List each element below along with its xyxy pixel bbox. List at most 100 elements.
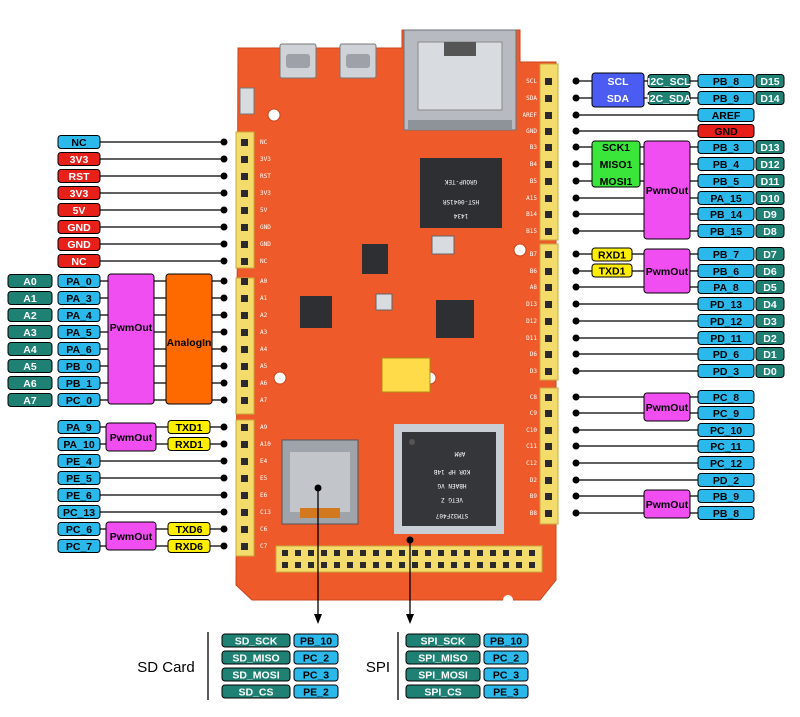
left-pin-3v3-box xyxy=(57,186,101,200)
right-header-pin xyxy=(545,268,552,275)
pwm-group-right-2: PwmOut xyxy=(643,248,691,294)
analog-pin-a3-box xyxy=(7,325,53,339)
uart-txd1: TXD1 xyxy=(167,420,211,434)
arduino-pin-d15: D15 xyxy=(755,74,785,88)
silk-right-label: D12 xyxy=(526,318,537,325)
left-pin-pa_6-text: PA_6 xyxy=(66,344,92,356)
left-pin-pe_5-text: PE_5 xyxy=(66,473,92,485)
arduino-pin-d14-text: D14 xyxy=(760,93,779,105)
right-pin-pb_8: PB_8 xyxy=(697,506,755,520)
left-header-pin xyxy=(241,458,248,465)
analogin-group-text: AnalogIn xyxy=(167,337,212,349)
left-header-pin xyxy=(241,224,248,231)
left-pin-nc: NC xyxy=(57,135,101,149)
pwm-group-right-2-text: PwmOut xyxy=(646,266,689,278)
bottom-header-pin xyxy=(438,562,444,568)
uart-txd6-text: TXD6 xyxy=(176,524,203,536)
spi-pin-pb_10: PB_10 xyxy=(483,633,529,648)
left-header-pin xyxy=(241,295,248,302)
sd-fn-sd_cs-box xyxy=(221,684,291,699)
silk-left-label: 3V3 xyxy=(260,190,271,197)
left-pinout: NC3V3RST3V35VGNDGNDNCPA_0A0PA_3A1PA_4A2P… xyxy=(7,135,228,553)
analog-pin-a7-box xyxy=(7,393,53,407)
silk-left-label: GND xyxy=(260,224,271,231)
sd-pin-pc_2-text: PC_2 xyxy=(303,653,329,665)
mcu-pin1-marker xyxy=(409,439,415,445)
left-pin-pe_5: PE_5 xyxy=(57,471,101,485)
left-pin-pa_9: PA_9 xyxy=(57,420,101,434)
right-header-block-1 xyxy=(539,63,559,241)
left-pin-pa_10-box xyxy=(57,437,101,451)
arduino-pin-d6-text: D6 xyxy=(763,266,777,278)
pwm-group-left-1-text: PwmOut xyxy=(110,322,153,334)
right-pin-pb_15-text: PB_15 xyxy=(710,226,742,238)
bottom-header-pin xyxy=(360,550,366,556)
uart-rxd6: RXD6 xyxy=(167,539,211,553)
left-pin-pb_1: PB_1 xyxy=(57,376,101,390)
spi-pin-pe_3-box xyxy=(483,684,529,699)
left-pin-pa_0-box xyxy=(57,274,101,288)
spi-pin-pc_2-text: PC_2 xyxy=(493,653,519,665)
right-header-pin xyxy=(545,178,552,185)
arduino-pin-d5-text: D5 xyxy=(763,282,777,294)
bottom-header-pin xyxy=(425,562,431,568)
silk-right-label: GND xyxy=(526,128,537,135)
sd-fn-sd_miso-text: SD_MISO xyxy=(232,653,279,665)
pwm-group-left-3-box xyxy=(105,521,157,551)
silk-right-label: SDA xyxy=(526,95,537,102)
bottom-header-pin xyxy=(347,550,353,556)
right-pin-pd_12: PD_12 xyxy=(697,314,755,328)
uart-txd1-text: TXD1 xyxy=(176,422,203,434)
i2c-label: SDA xyxy=(607,93,630,105)
i2c-label: SCL xyxy=(608,76,630,88)
analog-pin-a5: A5 xyxy=(7,359,53,373)
silk-right-label: C8 xyxy=(530,394,538,401)
uart-txd6: TXD6 xyxy=(167,522,211,536)
left-pin-pc_7-text: PC_7 xyxy=(66,541,92,553)
bottom-header-pin xyxy=(412,550,418,556)
spi-arrow-head xyxy=(406,614,414,624)
right-pin-pa_8-box xyxy=(697,280,755,294)
sd-fn-sd_sck-box xyxy=(221,633,291,648)
right-pin-pd_2: PD_2 xyxy=(697,473,755,487)
right-pin-pb_8: PB_8 xyxy=(697,74,755,88)
right-header-pin xyxy=(545,410,552,417)
right-pin-pc_9-text: PC_9 xyxy=(713,408,739,420)
left-pin-pa_10: PA_10 xyxy=(57,437,101,451)
bottom-header-pin xyxy=(386,550,392,556)
uart-txd1-box xyxy=(167,420,211,434)
right-pin-pd_13-text: PD_13 xyxy=(710,299,742,311)
bottom-header-pin xyxy=(425,550,431,556)
uart-rxd1-text: RXD1 xyxy=(598,250,626,262)
sd-fn-sd_cs: SD_CS xyxy=(221,684,291,699)
pwm-group-right-4-box xyxy=(643,489,691,519)
arduino-pin-d2-box xyxy=(755,331,785,345)
right-pin-pd_6: PD_6 xyxy=(697,347,755,361)
right-pin-pd_13: PD_13 xyxy=(697,297,755,311)
silk-left-label: A5 xyxy=(260,363,268,370)
silk-right-label: SCL xyxy=(526,78,537,85)
left-pin-pb_1-box xyxy=(57,376,101,390)
right-pin-pd_11-box xyxy=(697,331,755,345)
bottom-header-pin xyxy=(399,562,405,568)
arduino-pin-d1-box xyxy=(755,347,785,361)
right-header-block-3 xyxy=(539,387,559,525)
sd-pin-pb_10-box xyxy=(293,633,339,648)
right-pin-aref: AREF xyxy=(697,108,755,122)
uart-rxd1: RXD1 xyxy=(591,247,633,262)
arduino-pin-d9-text: D9 xyxy=(763,209,777,221)
left-pin-gnd-box xyxy=(57,237,101,251)
pwm-group-right-3-box xyxy=(643,392,691,422)
spi-fn-spi_cs-box xyxy=(405,684,481,699)
right-pin-pb_9-text: PB_9 xyxy=(713,491,739,503)
left-pin-pc_13-text: PC_13 xyxy=(63,507,95,519)
right-header-pin xyxy=(545,251,552,258)
analog-pin-a2: A2 xyxy=(7,308,53,322)
pwm-group-left-3-text: PwmOut xyxy=(110,531,153,543)
silk-left-label: E4 xyxy=(260,458,268,465)
left-pin-5v: 5V xyxy=(57,203,101,217)
right-header-pin xyxy=(545,394,552,401)
arduino-pin-d2-text: D2 xyxy=(763,333,777,345)
arduino-pin-d3-box xyxy=(755,314,785,328)
